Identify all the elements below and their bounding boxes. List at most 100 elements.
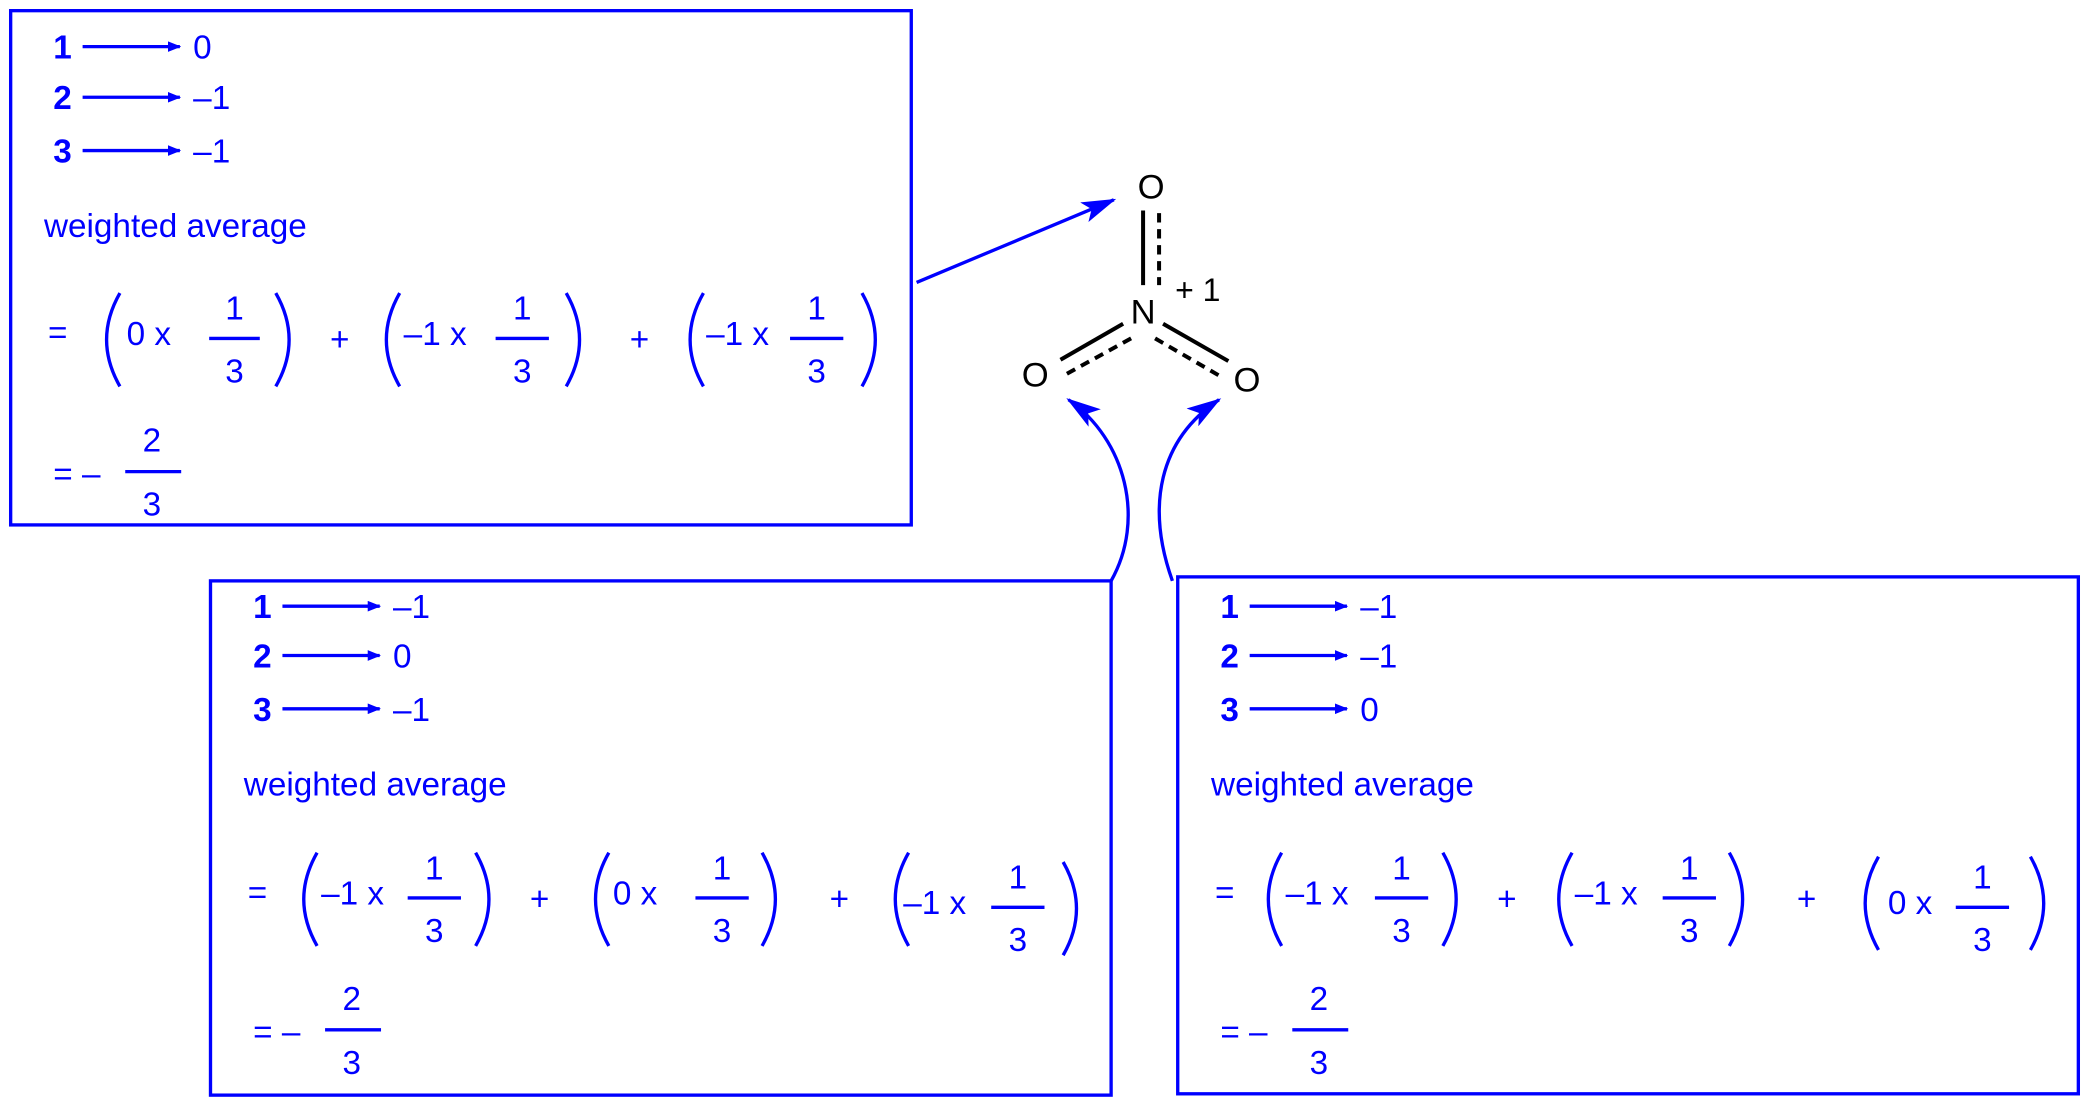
plus-sign: + <box>830 881 849 918</box>
result-prefix: = – <box>53 456 101 493</box>
equals-sign: = <box>1215 874 1234 911</box>
fraction-denominator: 3 <box>1392 913 1411 950</box>
arrow-box2-to-left-oxygen <box>1066 398 1130 582</box>
close-paren <box>1441 851 1458 947</box>
bond-contribution: –1 <box>193 134 230 171</box>
open-paren <box>688 292 705 388</box>
term-prefix: 0 x <box>127 316 172 353</box>
result-numerator: 2 <box>1310 981 1329 1018</box>
bond-number: 2 <box>253 638 272 675</box>
plus-sign: + <box>530 881 549 918</box>
fraction-denominator: 3 <box>1680 913 1699 950</box>
bond-contribution: –1 <box>193 80 230 117</box>
close-paren <box>564 292 582 388</box>
fraction-numerator: 1 <box>713 850 732 887</box>
weighted-average-label: weighted average <box>1210 766 1474 803</box>
open-paren <box>1266 851 1284 947</box>
bond-contribution: 0 <box>193 30 212 67</box>
atom-oxygen-right: O <box>1234 362 1261 400</box>
bond-number: 3 <box>1220 692 1239 729</box>
bond-number: 1 <box>1220 589 1239 626</box>
fraction-numerator: 1 <box>807 291 826 328</box>
open-paren <box>1863 855 1880 951</box>
term-prefix: 0 x <box>1888 885 1933 922</box>
open-paren <box>593 851 611 947</box>
close-paren <box>274 292 291 388</box>
close-paren <box>1061 861 1079 957</box>
bond-number: 3 <box>253 692 272 729</box>
bond-contribution: –1 <box>1360 589 1397 626</box>
term-prefix: –1 x <box>706 316 769 353</box>
nitrate-structure: O N O O + 1 <box>1022 169 1261 400</box>
term-prefix: –1 x <box>1575 876 1638 913</box>
fraction-numerator: 1 <box>225 291 244 328</box>
bond-contribution: 0 <box>393 638 412 675</box>
result-prefix: = – <box>1220 1014 1268 1051</box>
term-prefix: 0 x <box>613 876 658 913</box>
fraction-numerator: 1 <box>1009 860 1028 897</box>
close-paren <box>474 851 491 947</box>
bond-number: 2 <box>53 80 72 117</box>
open-paren <box>1557 851 1574 947</box>
bond-contribution: –1 <box>393 692 430 729</box>
fraction-denominator: 3 <box>225 353 244 390</box>
weighted-average-label: weighted average <box>243 766 507 803</box>
bond-contribution: –1 <box>393 589 430 626</box>
fraction-numerator: 1 <box>1392 850 1411 887</box>
bond-number: 1 <box>53 30 72 67</box>
calc-box-left-oxygen: 1 –1 2 0 3 –1 weighted average = –1 x 1 … <box>208 579 1113 1097</box>
calc-box-right-oxygen: 1 –1 2 –1 3 0 weighted average = –1 x 1 … <box>1176 575 2081 1096</box>
result-prefix: = – <box>253 1014 301 1051</box>
term-prefix: –1 x <box>404 316 467 353</box>
arrow-box3-to-right-oxygen <box>1157 398 1222 582</box>
bond-number: 3 <box>53 134 72 171</box>
close-paren <box>1727 851 1745 947</box>
atom-oxygen-left: O <box>1022 356 1049 394</box>
weighted-average-label: weighted average <box>43 208 307 245</box>
fraction-numerator: 1 <box>1973 860 1992 897</box>
term-prefix: –1 x <box>903 885 966 922</box>
plus-sign: + <box>630 321 649 358</box>
fraction-denominator: 3 <box>807 353 826 390</box>
open-paren <box>105 292 122 388</box>
open-paren <box>384 292 402 388</box>
fraction-denominator: 3 <box>1009 922 1028 959</box>
calc-box-top-oxygen: 1 0 2 –1 3 –1 weighted average = 0 x 1 3… <box>8 9 913 527</box>
plus-sign: + <box>1797 881 1816 918</box>
bond-contribution: 0 <box>1360 692 1379 729</box>
plus-sign: + <box>330 321 349 358</box>
fraction-denominator: 3 <box>1973 922 1992 959</box>
open-paren <box>302 851 319 947</box>
result-numerator: 2 <box>342 981 361 1018</box>
box-border <box>1176 575 2081 1096</box>
atom-oxygen-top: O <box>1138 169 1165 207</box>
fraction-denominator: 3 <box>713 913 732 950</box>
close-paren <box>2028 855 2046 951</box>
fraction-denominator: 3 <box>425 913 444 950</box>
bond-partial-left <box>1064 336 1133 377</box>
bond-solid-left <box>1059 322 1125 362</box>
fraction-numerator: 1 <box>425 850 444 887</box>
result-denominator: 3 <box>1310 1045 1329 1082</box>
term-prefix: –1 x <box>1286 876 1349 913</box>
equals-sign: = <box>48 315 67 352</box>
arrow-box1-to-top-oxygen <box>915 198 1117 284</box>
equals-sign: = <box>248 874 267 911</box>
fraction-numerator: 1 <box>1680 850 1699 887</box>
bond-number: 2 <box>1220 638 1239 675</box>
bond-solid-right <box>1162 322 1230 363</box>
bond-partial-right <box>1154 336 1223 379</box>
bond-contribution: –1 <box>1360 638 1397 675</box>
fraction-numerator: 1 <box>513 291 532 328</box>
result-denominator: 3 <box>342 1045 361 1082</box>
bond-number: 1 <box>253 589 272 626</box>
atom-nitrogen: N <box>1131 294 1156 332</box>
close-paren <box>860 292 877 388</box>
open-paren <box>893 851 911 947</box>
box-border <box>8 9 913 527</box>
close-paren <box>760 851 777 947</box>
result-numerator: 2 <box>143 423 162 460</box>
formal-charge-label: + 1 <box>1175 272 1220 308</box>
term-prefix: –1 x <box>321 876 384 913</box>
